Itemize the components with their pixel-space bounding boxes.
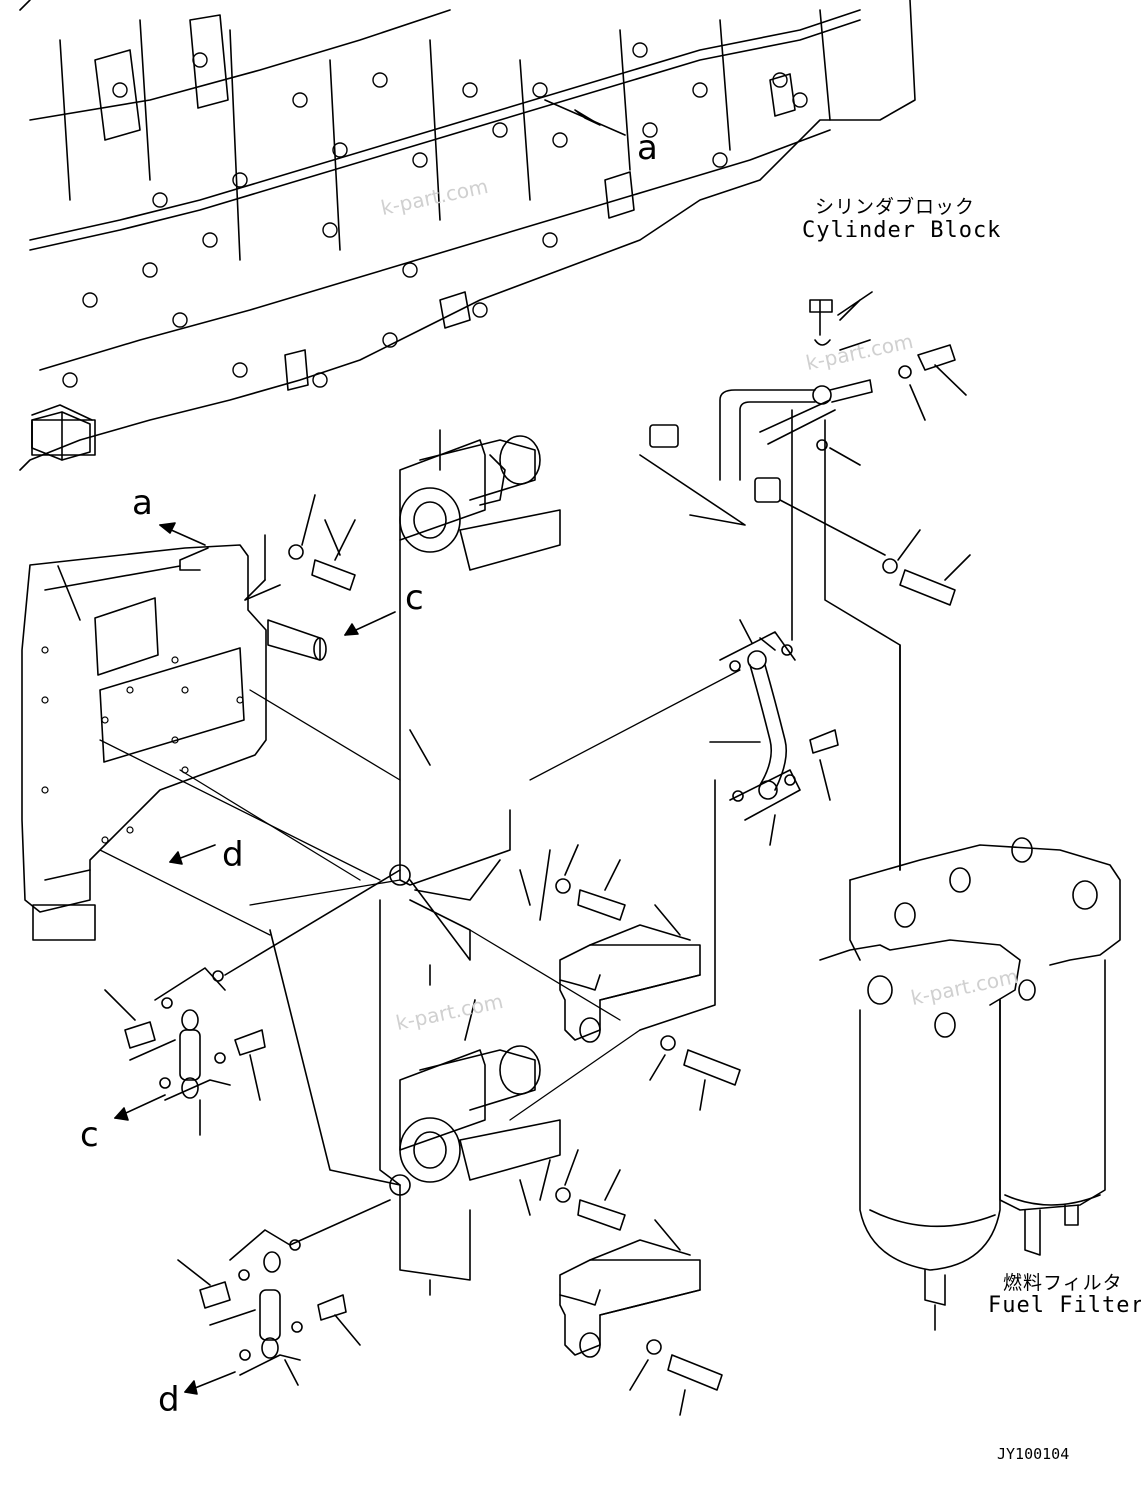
mounting-plate xyxy=(21,404,356,941)
bracket-2 xyxy=(559,1219,723,1416)
cylinder-block xyxy=(19,0,916,471)
callout-c-lower: c xyxy=(80,1115,99,1155)
callout-d-left: d xyxy=(222,835,244,875)
arrow-d-lower xyxy=(184,1371,236,1395)
callout-c-left: c xyxy=(405,578,424,618)
arrow-c-left xyxy=(344,611,396,636)
arrow-d-left xyxy=(169,844,216,865)
cylinder-block-label-en: Cylinder Block xyxy=(802,218,1002,243)
callout-a-top: a xyxy=(637,128,658,168)
solenoid-valve-1 xyxy=(389,429,626,986)
arrow-a-left xyxy=(159,522,206,546)
solenoid-valve-2 xyxy=(269,899,626,1296)
callout-a-left: a xyxy=(132,483,153,523)
callout-d-lower: d xyxy=(158,1380,180,1420)
fuel-filter-label-jp: 燃料フィルタ xyxy=(1003,1272,1123,1294)
pipe-fitting-2 xyxy=(177,1229,361,1386)
flexible-hose xyxy=(639,619,839,1031)
arrow-c-lower xyxy=(114,1094,166,1121)
fuel-filter-label-en: Fuel Filter xyxy=(988,1293,1141,1318)
leader-lines xyxy=(99,669,741,1121)
drawing-id: JY100104 xyxy=(997,1445,1070,1463)
fuel-filter xyxy=(819,644,1121,1331)
fuel-pipe-upper xyxy=(639,291,971,871)
cylinder-block-label-jp: シリンダブロック xyxy=(815,196,976,218)
bracket-1 xyxy=(559,904,741,1111)
pipe-fitting-1 xyxy=(104,869,401,1136)
arrow-a-top xyxy=(544,99,626,136)
